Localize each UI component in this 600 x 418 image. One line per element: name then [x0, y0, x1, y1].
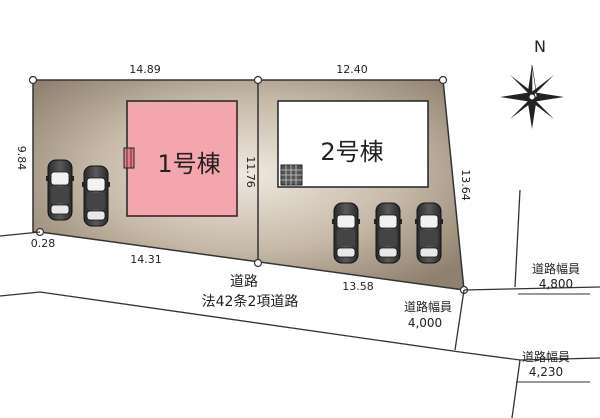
car-icon: [414, 202, 444, 264]
road-width-label: 道路幅員: [532, 261, 580, 276]
dim-left: 9.84: [15, 146, 28, 171]
car-icon: [45, 159, 75, 221]
road-lines: [0, 189, 600, 418]
dim-top-right: 12.40: [336, 63, 368, 76]
car-icon: [81, 165, 111, 227]
survey-points: [28, 75, 469, 295]
grate-icon: [280, 164, 303, 186]
dim-middle: 11.76: [244, 156, 257, 188]
road-width-label: 道路幅員: [522, 349, 570, 364]
compass-icon: [500, 64, 564, 129]
car-icon: [331, 202, 361, 264]
road-type: 法42条2項道路: [202, 293, 299, 310]
building-1-label: 1号棟: [157, 150, 220, 178]
building-2: [277, 100, 429, 188]
dim-bottom-left: 14.31: [130, 253, 162, 266]
dim-top-left: 14.89: [129, 63, 161, 76]
road-width-value: 4,000: [408, 316, 442, 330]
dim-right: 13.64: [459, 169, 472, 201]
building-1: [126, 100, 238, 217]
meter-box-icon: [123, 147, 135, 169]
dim-corner: 0.28: [31, 237, 56, 250]
north-label: N: [534, 37, 546, 56]
car-icon: [373, 202, 403, 264]
road-width-label: 道路幅員: [404, 299, 452, 314]
road-width-value: 4,230: [529, 365, 563, 379]
building-2-label: 2号棟: [320, 138, 383, 166]
road-width-value: 4,800: [539, 277, 573, 291]
road-name: 道路: [230, 274, 258, 290]
dim-bottom-right: 13.58: [342, 280, 374, 293]
